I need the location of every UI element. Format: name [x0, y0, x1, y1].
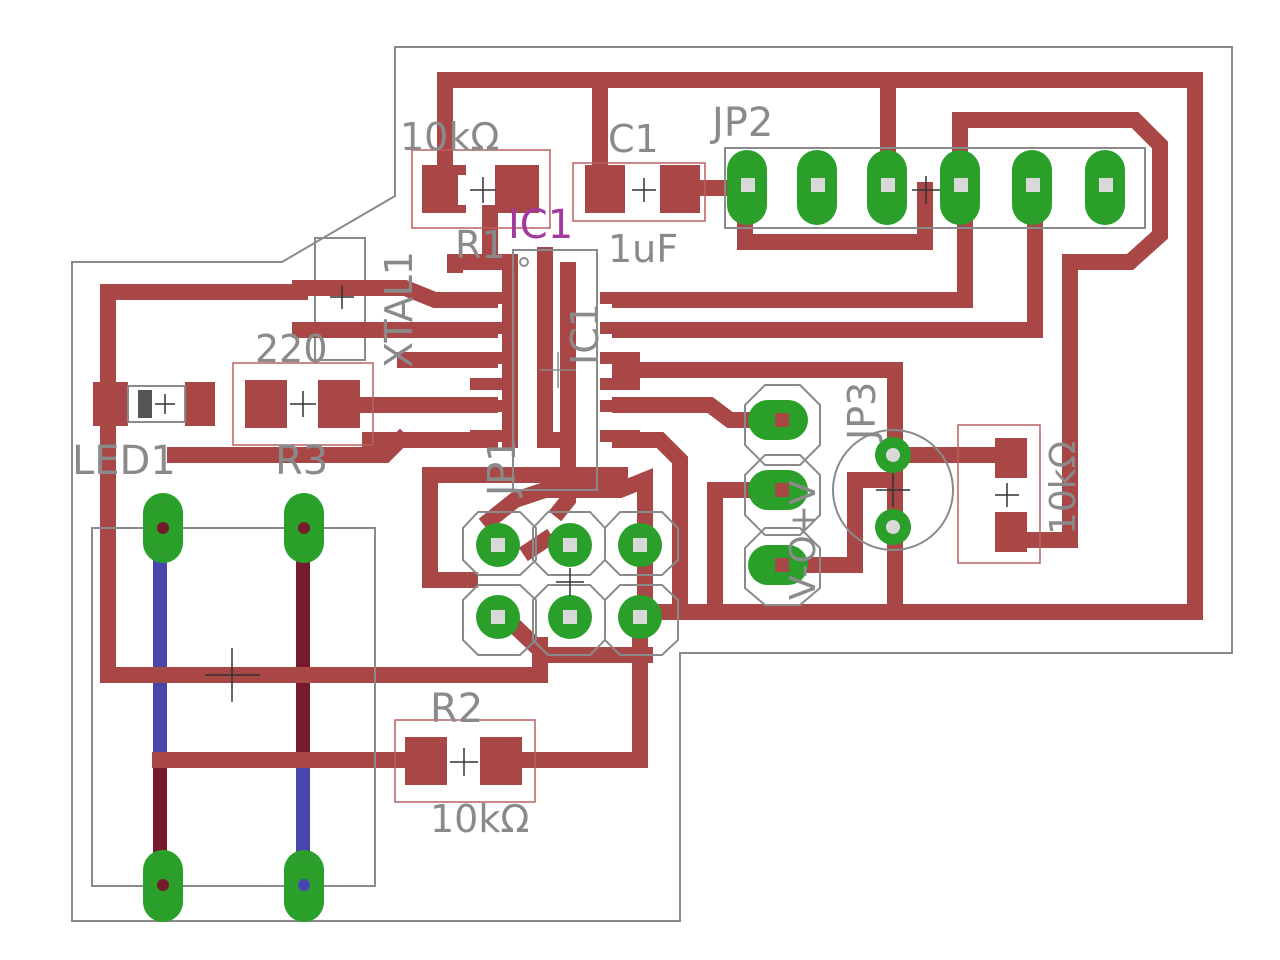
top-copper	[100, 72, 1203, 768]
r3	[232, 362, 374, 446]
ic1-outline	[512, 249, 598, 491]
jp3-label: JP3	[840, 382, 884, 442]
jp1-pads	[462, 511, 679, 656]
led1	[93, 382, 215, 426]
jp3-pads	[744, 384, 821, 606]
ic1-pin1-dot	[519, 257, 529, 267]
ic1-side-label: IC1	[563, 303, 607, 365]
c1-value-label: 1uF	[608, 227, 678, 271]
jp2-pads	[724, 147, 1146, 229]
r1	[411, 149, 551, 229]
c1	[572, 162, 706, 222]
ic1-origin-cross	[540, 352, 576, 388]
c1-name-label: C1	[608, 117, 659, 161]
led1-label: LED1	[72, 438, 176, 484]
r2	[394, 719, 536, 803]
bottom-copper	[153, 520, 310, 885]
r-right	[957, 424, 1041, 564]
r2-value-label: 10kΩ	[430, 797, 529, 841]
r3-name-label: R3	[275, 438, 328, 484]
xtal1-label: XTAL1	[377, 251, 421, 368]
pot-footprint	[832, 429, 954, 551]
jp2-label: JP2	[709, 100, 773, 146]
xtal1	[300, 237, 370, 361]
r-right-value-label: 10kΩ	[1043, 441, 1084, 535]
r1-name-label: R1	[455, 223, 506, 267]
r1-value-label: 10kΩ	[400, 115, 499, 159]
jp1-label: JP1	[480, 438, 524, 498]
ic1-pads	[470, 292, 640, 442]
switch-footprint	[91, 493, 376, 922]
c220-label: 220	[255, 327, 328, 371]
ic1-top-label: IC1	[508, 202, 573, 248]
r2-name-label: R2	[430, 686, 483, 732]
board-outline	[71, 46, 1233, 922]
jp3-pins-label: V-O+V	[783, 480, 824, 600]
